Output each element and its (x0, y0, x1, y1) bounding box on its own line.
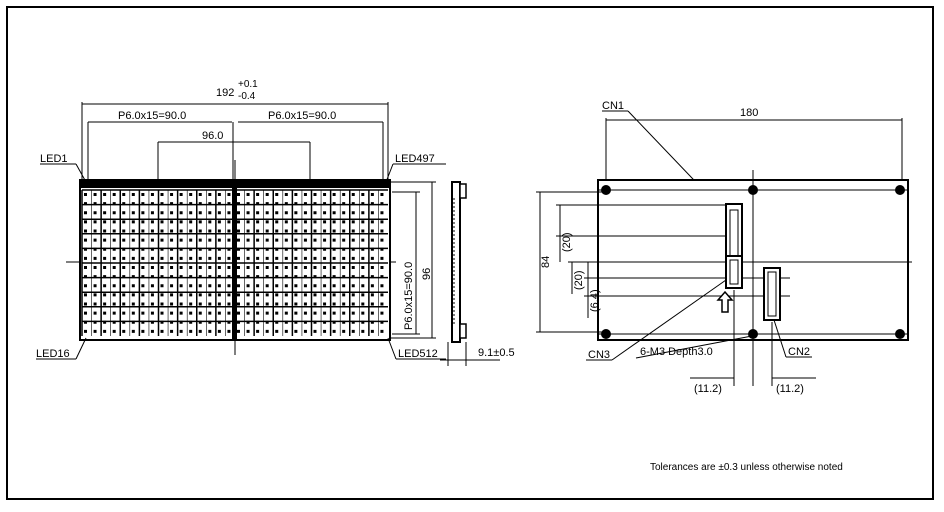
dim-11-2-right: (11.2) (776, 383, 804, 395)
pitch-vertical-label: P6.0x15=90.0 (403, 262, 415, 330)
dim-11-2-left: (11.2) (694, 383, 722, 395)
tolerance-note: Tolerances are ±0.3 unless otherwise not… (650, 462, 843, 473)
overall-tol-minus: -0.4 (238, 91, 256, 102)
led-grid (81, 180, 388, 340)
rear-view: 180 CN1 84 (20) (20) (536, 100, 912, 395)
cn1-label: CN1 (602, 100, 624, 112)
overall-width-label: 192 (216, 87, 234, 99)
dim-20-mid: (20) (573, 270, 585, 290)
mount-label: 6-M3 Depth3.0 (640, 346, 713, 358)
front-view: 192 +0.1 -0.4 P6.0x15=90.0 P6.0x15=90.0 … (36, 79, 515, 366)
overall-tol-plus: +0.1 (238, 79, 258, 90)
led1-label: LED1 (40, 153, 68, 165)
pitch-right-label: P6.0x15=90.0 (268, 110, 336, 122)
center-span-label: 96.0 (202, 130, 223, 142)
thickness-label: 9.1±0.5 (478, 347, 515, 359)
led512-label: LED512 (398, 348, 438, 360)
pitch-left-label: P6.0x15=90.0 (118, 110, 186, 122)
led497-label: LED497 (395, 153, 435, 165)
height-84-label: 84 (540, 256, 552, 268)
width-180-label: 180 (740, 107, 758, 119)
cn2-label: CN2 (788, 346, 810, 358)
dim-20-top: (20) (561, 232, 573, 252)
height-96-label: 96 (421, 268, 433, 280)
cn3-label: CN3 (588, 349, 610, 361)
led16-label: LED16 (36, 348, 70, 360)
dim-6-4: (6.4) (589, 289, 601, 312)
